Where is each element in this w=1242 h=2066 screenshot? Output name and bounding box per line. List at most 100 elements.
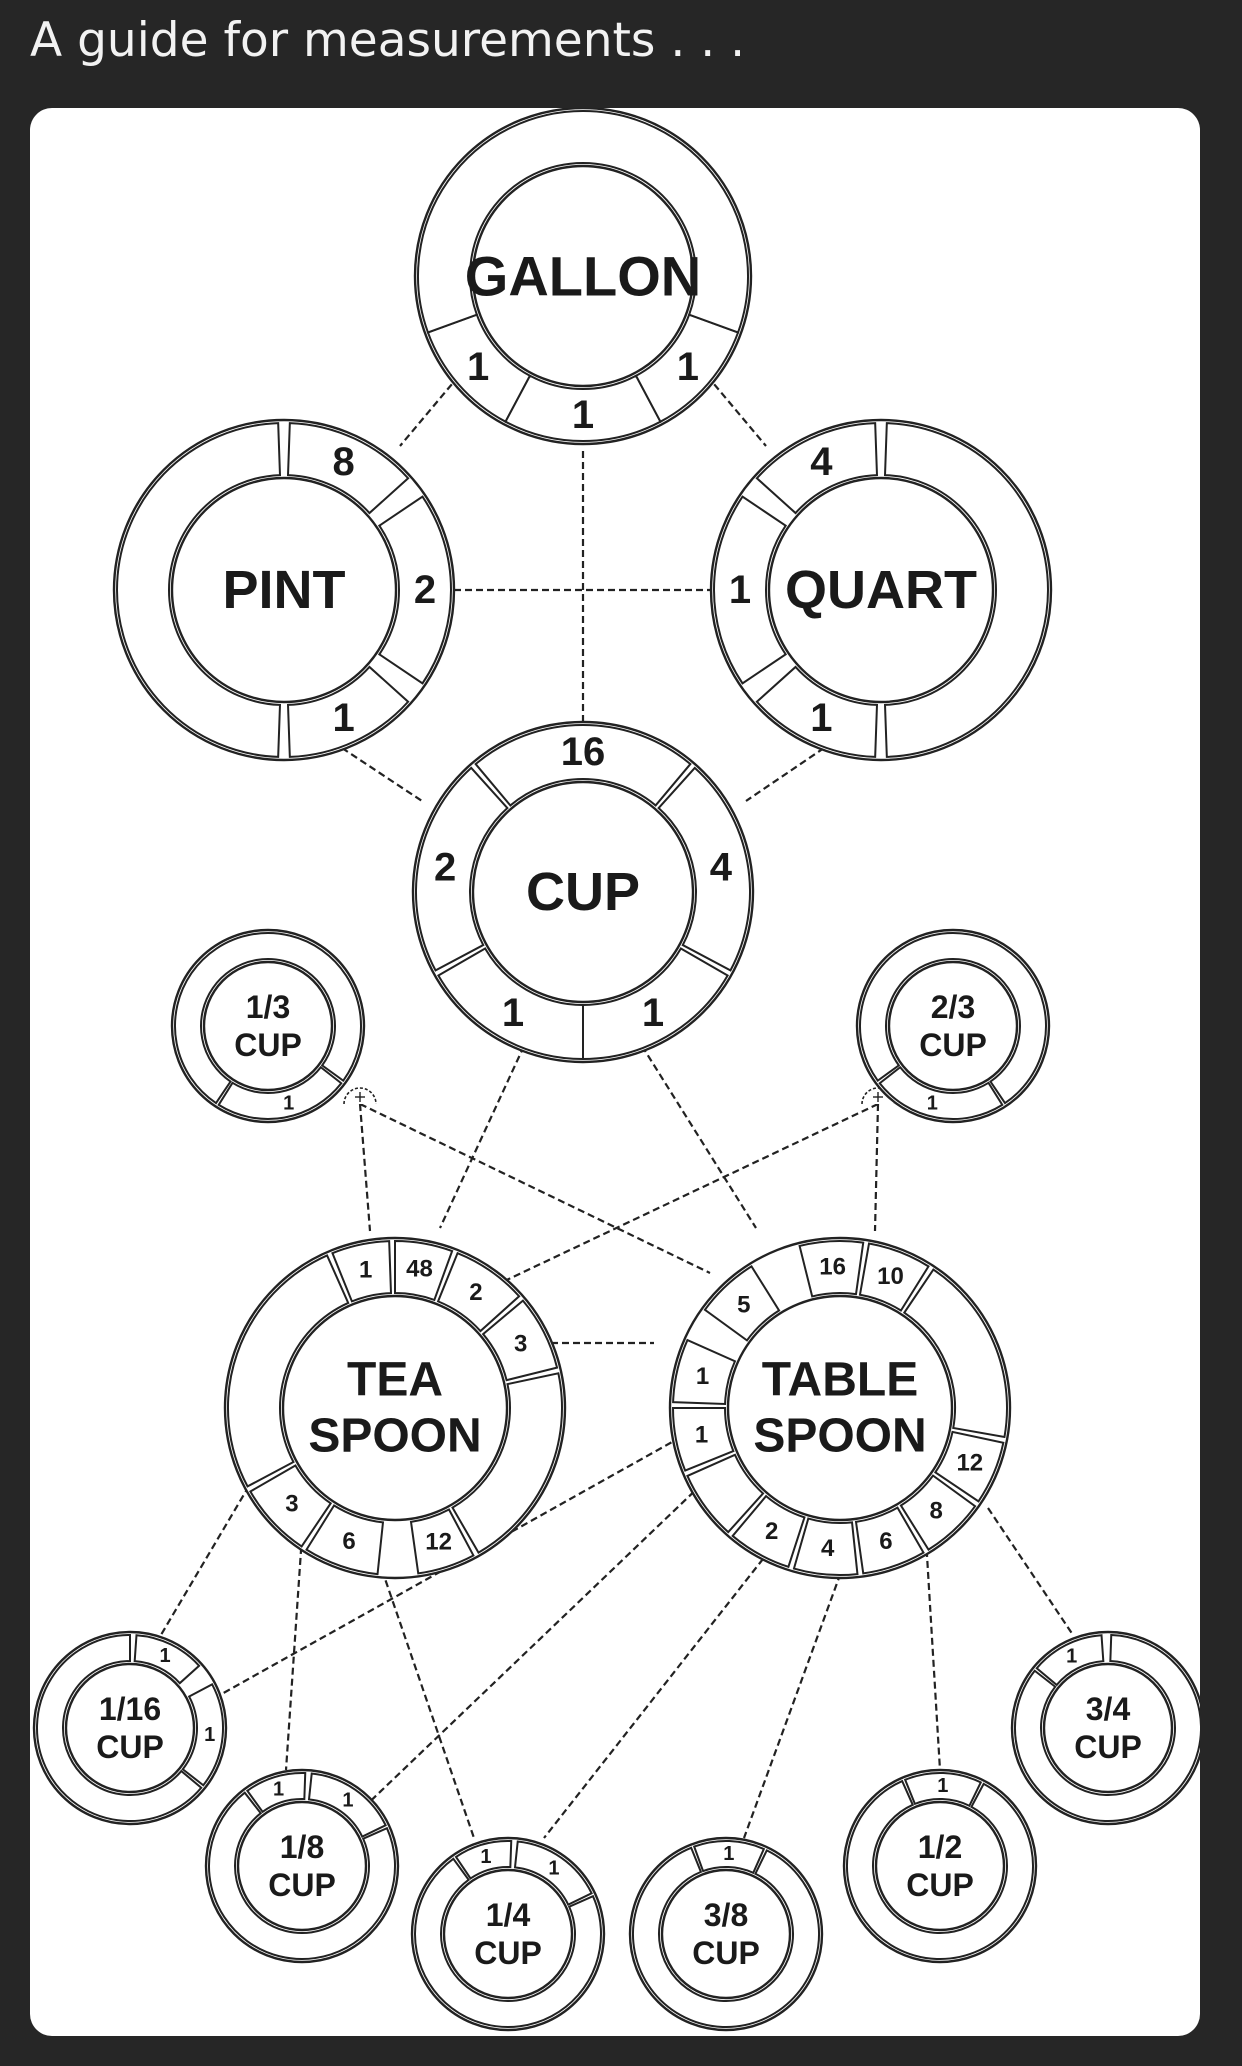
ring-segment <box>854 1506 925 1575</box>
segment-label: 1 <box>677 345 699 389</box>
ring-segment <box>331 1240 393 1303</box>
segment-label: 4 <box>810 440 833 484</box>
unit-title: SPOON <box>753 1410 926 1463</box>
unit-inner-circle <box>236 1800 368 1932</box>
segment-label: 1 <box>927 1092 938 1114</box>
unit-inner-circle <box>471 780 695 1004</box>
segment-label: 1 <box>1066 1646 1077 1668</box>
segment-label: 4 <box>821 1535 835 1562</box>
ring-segment <box>933 1430 1005 1503</box>
ring-segment <box>755 665 879 758</box>
unit-inner-circle <box>767 476 995 704</box>
ring-segment <box>634 313 740 424</box>
unit-title: PINT <box>222 560 345 620</box>
segment-label: 3 <box>514 1330 527 1357</box>
segment-label: 48 <box>406 1256 433 1283</box>
unit-title: 1/16 <box>99 1691 161 1727</box>
unit-title: 2/3 <box>931 989 975 1025</box>
ring-segment-blank <box>227 1254 350 1488</box>
ring-segment <box>672 1338 737 1406</box>
ring-segment <box>249 1464 333 1548</box>
unit-inner-circle <box>170 476 398 704</box>
unit-title: SPOON <box>308 1410 481 1463</box>
connector-line <box>154 1485 250 1646</box>
segment-label: 2 <box>469 1279 482 1306</box>
segment-label: 1 <box>273 1778 284 1800</box>
ring-segment <box>798 1240 865 1298</box>
ring-segment <box>394 1239 454 1302</box>
connector-line <box>399 358 474 447</box>
unit-title: 1/4 <box>486 1897 531 1933</box>
unit-inner-circle <box>442 1868 574 2000</box>
unit-title: CUP <box>692 1935 760 1971</box>
ring-segment-blank <box>883 422 1049 758</box>
segment-label: 1 <box>332 696 354 740</box>
ring-segment <box>504 374 662 442</box>
ring-segment <box>286 665 410 758</box>
ring-segment <box>858 1242 930 1312</box>
ring-segment-blank <box>116 422 282 758</box>
segment-label: 1 <box>342 1789 353 1811</box>
connector-line <box>359 1103 711 1274</box>
segment-label: 1 <box>810 696 832 740</box>
segment-label: 5 <box>737 1291 750 1318</box>
ring-segment <box>217 1065 343 1120</box>
unit-title: CUP <box>526 862 640 922</box>
segment-label: 1 <box>937 1775 948 1797</box>
ring-segment <box>474 724 692 807</box>
segment-label: 1 <box>160 1645 171 1667</box>
connector-line <box>543 1549 771 1839</box>
unit-title: CUP <box>919 1027 987 1063</box>
unit-title: QUART <box>785 560 977 620</box>
unit-title: CUP <box>96 1729 164 1765</box>
connector-line <box>439 1045 525 1229</box>
ring-segment <box>692 1840 766 1875</box>
ring-segment <box>286 422 410 515</box>
segment-label: 1 <box>359 1257 372 1284</box>
ring-segment <box>657 766 751 972</box>
unit-inner-circle <box>202 960 334 1092</box>
unit-title: 3/4 <box>1086 1691 1131 1727</box>
connector-line <box>493 1103 879 1287</box>
unit-inner-circle <box>726 1294 954 1522</box>
ring-segment-blank <box>902 1268 1008 1439</box>
connector-line <box>873 1103 880 1232</box>
ring-segment-blank <box>632 1846 820 2028</box>
ring-segment <box>377 495 452 685</box>
connector-line <box>987 1507 1074 1636</box>
segment-label: 12 <box>956 1450 983 1477</box>
ring-segment <box>1035 1634 1105 1687</box>
segment-label: 2 <box>414 568 436 612</box>
segment-label: 2 <box>765 1518 778 1545</box>
plus-junction-icon <box>343 1087 377 1105</box>
unit-title: GALLON <box>465 245 701 308</box>
segment-label: 12 <box>425 1529 452 1556</box>
segment-label: 8 <box>929 1498 942 1525</box>
ring-segment <box>415 766 509 972</box>
ring-segment <box>133 1634 201 1685</box>
connector-line <box>201 1436 682 1706</box>
connector-line <box>692 358 767 447</box>
unit-inner-circle <box>471 164 695 388</box>
unit-title: 3/8 <box>704 1897 748 1933</box>
connector-line <box>284 1535 304 1771</box>
unit-inner-circle <box>64 1662 196 1794</box>
ring-segment <box>513 1840 593 1906</box>
segment-label: 1 <box>642 991 664 1035</box>
ring-segment <box>731 1494 806 1569</box>
segment-label: 1 <box>480 1846 491 1868</box>
